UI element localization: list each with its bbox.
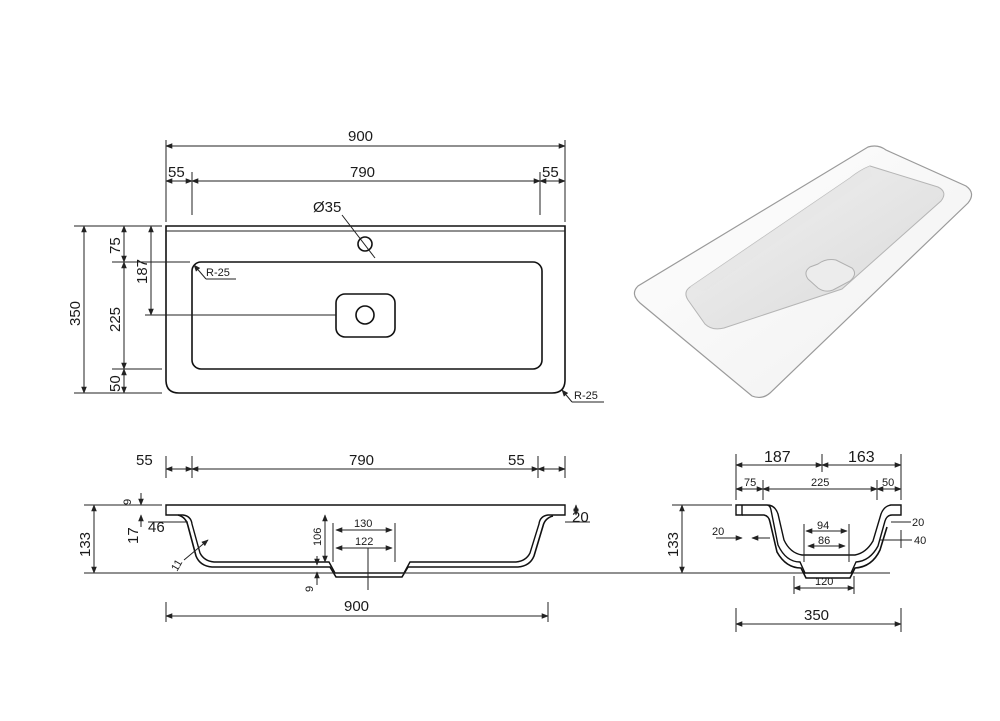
dim-front-17: 17 <box>125 527 142 544</box>
dim-side-133: 133 <box>665 532 682 557</box>
dim-top-55-right: 55 <box>542 164 559 181</box>
dim-front-133: 133 <box>77 532 94 557</box>
dim-side-163: 163 <box>848 449 875 466</box>
dim-side-40: 40 <box>914 535 926 547</box>
dim-top-790: 790 <box>350 164 375 181</box>
dim-top-50: 50 <box>107 375 124 392</box>
top-drain <box>335 293 396 338</box>
dim-front-106: 106 <box>312 528 324 546</box>
dim-side-20-right: 20 <box>912 517 924 529</box>
dim-top-350: 350 <box>67 301 84 326</box>
dim-front-9: 9 <box>122 499 134 505</box>
dim-front-900: 900 <box>344 598 369 615</box>
front-section: 55 790 55 133 9 17 46 20 106 130 122 <box>77 452 590 622</box>
outer-radius-label: R-25 <box>574 390 598 402</box>
dim-side-75: 75 <box>744 477 756 489</box>
dim-front-11: 11 <box>169 558 185 574</box>
dim-side-86: 86 <box>818 535 830 547</box>
tap-hole-label: Ø35 <box>313 199 341 216</box>
dim-front-790: 790 <box>349 452 374 469</box>
dim-front-55-left: 55 <box>136 452 153 469</box>
dim-side-50: 50 <box>882 477 894 489</box>
side-section-body <box>735 504 902 574</box>
dim-front-bottom-9: 9 <box>304 586 316 592</box>
top-outline <box>165 225 566 394</box>
dim-top-55-left: 55 <box>168 164 185 181</box>
dim-top-75: 75 <box>107 237 124 254</box>
dim-side-120: 120 <box>815 576 833 588</box>
dim-side-20-left: 20 <box>712 526 724 538</box>
dim-side-350: 350 <box>804 607 829 624</box>
dim-front-20: 20 <box>572 509 589 526</box>
side-section: 187 163 75 225 50 133 20 20 40 94 86 <box>665 449 926 632</box>
dim-side-94: 94 <box>817 520 829 532</box>
dim-front-46: 46 <box>148 519 165 536</box>
dim-top-225: 225 <box>107 307 124 332</box>
basin-3d-render <box>633 145 973 399</box>
tap-hole <box>357 236 373 252</box>
dim-front-55-right: 55 <box>508 452 525 469</box>
dim-top-187: 187 <box>134 259 151 284</box>
dim-front-122: 122 <box>355 536 373 548</box>
dim-front-130: 130 <box>354 518 372 530</box>
dim-top-900: 900 <box>348 128 373 145</box>
render-drain <box>805 259 856 292</box>
dim-side-225: 225 <box>811 477 829 489</box>
dim-side-187: 187 <box>764 449 791 466</box>
inner-radius-label: R-25 <box>206 267 230 279</box>
top-view: Ø35 R-25 R-25 900 55 790 55 350 <box>67 128 604 403</box>
